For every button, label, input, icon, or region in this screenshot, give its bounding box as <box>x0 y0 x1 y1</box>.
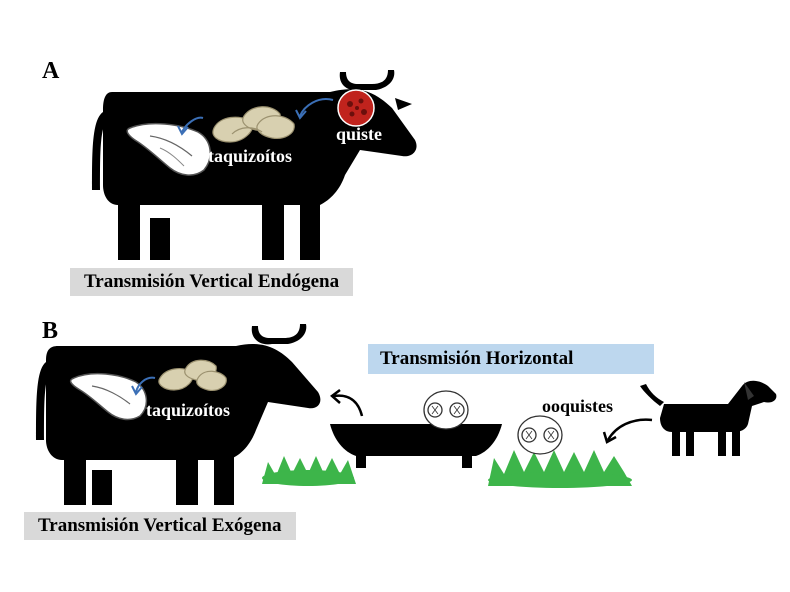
tachyzoite-icon-a <box>212 106 295 143</box>
panel-b-letter: B <box>42 318 59 344</box>
fetus-icon-b <box>69 372 148 421</box>
arrow-icon-trough <box>330 389 364 417</box>
arrow-icon-b <box>131 376 156 396</box>
arrow-icon-dog <box>602 418 653 444</box>
grass-icon-left <box>262 456 356 486</box>
oocyst-icon-1 <box>423 390 469 430</box>
tachyzoite-icon-b <box>158 359 227 391</box>
panel-a-letter: A <box>42 58 60 84</box>
dog-silhouette <box>640 380 777 456</box>
caption-vertical-exogenous: Transmisión Vertical Exógena <box>24 512 296 540</box>
cow-b-silhouette <box>36 324 321 505</box>
cow-a-silhouette <box>92 70 417 260</box>
caption-vertical-endogenous: Transmisión Vertical Endógena <box>70 268 354 296</box>
oocyst-icon-2 <box>517 415 563 455</box>
grass-icon-right <box>488 450 632 488</box>
cyst-icon <box>337 89 375 127</box>
tachyzoites-label-a: taquizoítos <box>208 146 293 166</box>
feeding-trough-icon <box>330 424 502 468</box>
cyst-label: quiste <box>336 124 383 144</box>
caption-horizontal: Transmisión Horizontal <box>368 344 654 374</box>
arrow-icon-a <box>177 98 334 136</box>
tachyzoites-label-b: taquizoítos <box>146 400 231 420</box>
oocysts-label: ooquistes <box>542 396 614 416</box>
